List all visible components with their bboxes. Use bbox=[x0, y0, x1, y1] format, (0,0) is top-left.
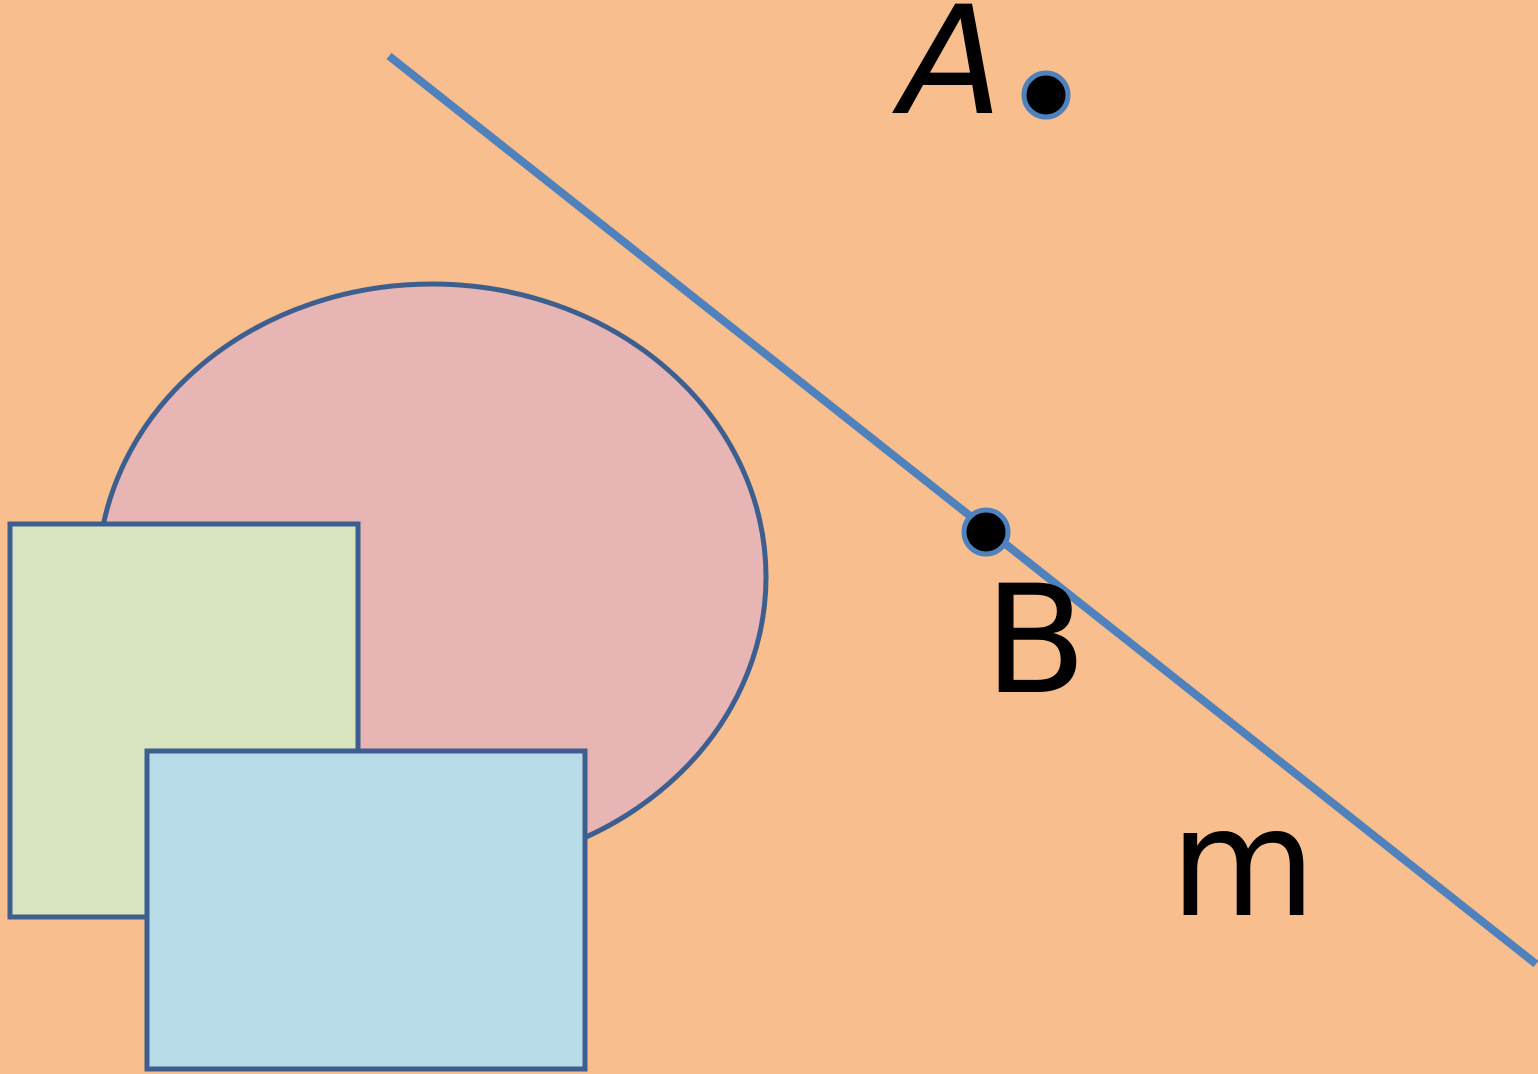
line-m bbox=[386, 52, 1538, 968]
label-point-a: A bbox=[892, 0, 1003, 149]
blue-rectangle bbox=[144, 748, 588, 1072]
label-point-b: B bbox=[984, 554, 1087, 728]
label-line-m: m bbox=[1170, 777, 1316, 951]
point-a-dot bbox=[1021, 70, 1071, 120]
point-b-dot bbox=[961, 507, 1011, 557]
